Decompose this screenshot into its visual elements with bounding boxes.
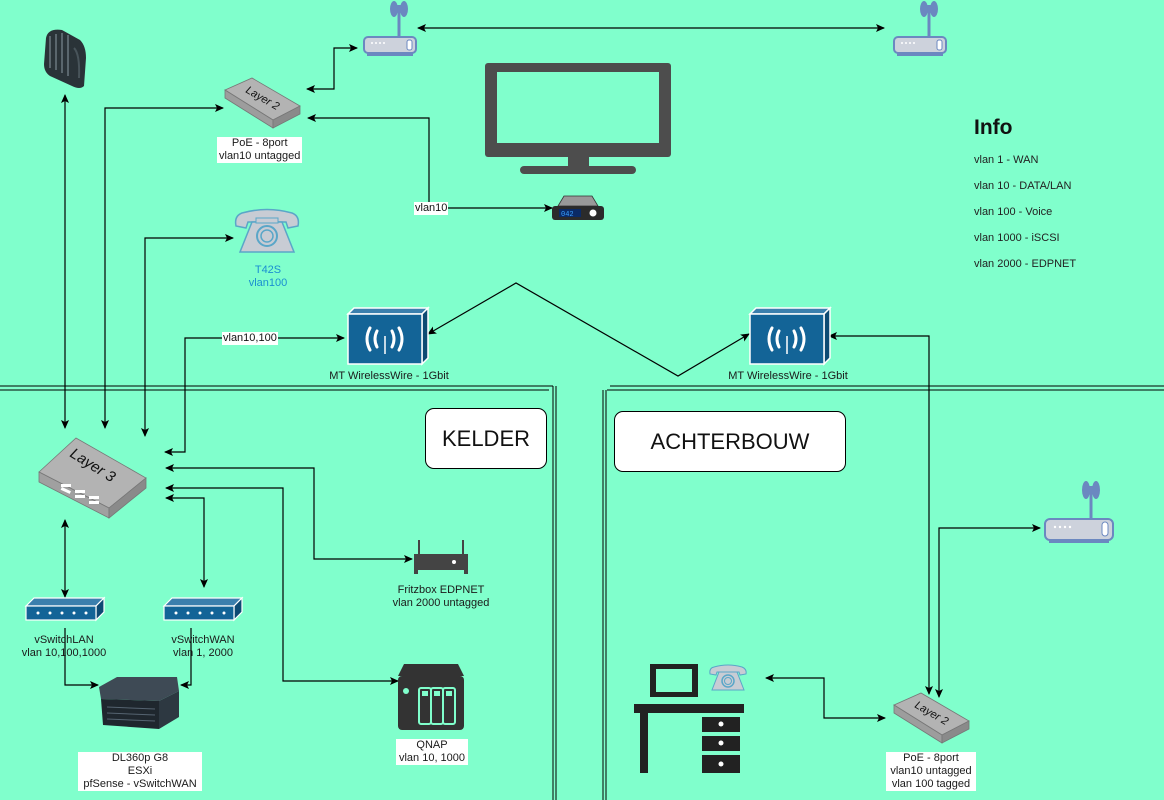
nas-icon[interactable] (398, 664, 464, 730)
walls (0, 385, 1164, 800)
label-line: vSwitchLAN (34, 634, 94, 646)
label-line: vlan 100 tagged (891, 778, 971, 790)
server-icon[interactable] (99, 677, 179, 729)
wireless-bridge-icon[interactable] (748, 306, 832, 366)
link-l3-qnap (165, 484, 399, 685)
telephone-icon[interactable] (234, 208, 300, 253)
edge-label-vlan10-100: vlan10,100 (222, 332, 278, 345)
label-line: vlan100 (248, 277, 288, 289)
svg-text:042: 042 (561, 211, 574, 219)
wireless-ap-icon[interactable] (363, 1, 417, 56)
label-line: PoE - 8port (903, 752, 959, 764)
telephone-icon[interactable] (709, 664, 747, 691)
link-ap-l2bottom (935, 524, 1041, 698)
info-title: Info (974, 116, 1013, 139)
fritzbox-label: Fritzbox EDPNET vlan 2000 untagged (381, 584, 501, 610)
router-icon[interactable] (414, 540, 468, 574)
vlan-info-item: vlan 2000 - EDPNET (974, 258, 1077, 270)
label-line: T42S (254, 264, 282, 276)
cable-modem-icon[interactable] (44, 29, 86, 88)
vswitch-icon[interactable] (24, 596, 106, 622)
link-l2top-settop (307, 114, 553, 212)
room-label-achterbouw: ACHTERBOUW (614, 411, 846, 472)
desk-workstation-icon (634, 664, 744, 773)
qnap-label: QNAP vlan 10, 1000 (396, 739, 468, 765)
vswitch-icon[interactable] (162, 596, 244, 622)
vlan-info-item: vlan 10 - DATA/LAN (974, 180, 1072, 192)
server-label: DL360p G8 ESXi pfSense - vSwitchWAN (78, 752, 202, 791)
link-l2top-l3 (101, 104, 224, 429)
label-line: vlan 10, 1000 (398, 752, 466, 764)
wirelesswire-right-label: MT WirelessWire - 1Gbit (728, 370, 848, 382)
link-phone-l3 (141, 234, 234, 437)
label-line: DL360p G8 (111, 752, 169, 764)
layer2-switch-icon[interactable]: Layer 2 (224, 77, 301, 129)
label-line: ESXi (127, 765, 153, 777)
label-line: pfSense - vSwitchWAN (83, 778, 197, 790)
wireless-ap-icon[interactable] (1044, 481, 1114, 543)
link-wirelesswire-bridge (427, 282, 750, 377)
link-vswitchlan-server (64, 628, 99, 689)
label-line: QNAP (416, 739, 448, 751)
tv-monitor-icon (485, 63, 671, 174)
wireless-bridge-icon[interactable] (346, 306, 430, 366)
link-l3-fritzbox (165, 464, 413, 563)
wirelesswire-left-label: MT WirelessWire - 1Gbit (329, 370, 449, 382)
link-l2top-ap (306, 44, 358, 93)
label-line: vlan10 untagged (219, 150, 301, 162)
vswitch-wan-label: vSwitchWAN vlan 1, 2000 (153, 634, 253, 660)
phone-t42s-label: T42S vlan100 (240, 264, 296, 290)
label-line: PoE - 8port (231, 137, 288, 149)
label-line: vlan 2000 untagged (392, 597, 490, 609)
switch-l2-top-label: PoE - 8port vlan10 untagged (217, 137, 303, 163)
vlan-info-item: vlan 100 - Voice (974, 206, 1053, 218)
link-wirelesswire-l2bottom (828, 332, 933, 695)
room-label-kelder: KELDER (425, 408, 547, 469)
vlan-info-item: vlan 1000 - iSCSI (974, 232, 1060, 244)
vlan-info-panel: Info vlan 1 - WAN vlan 10 - DATA/LAN vla… (974, 116, 1076, 284)
vswitch-lan-label: vSwitchLAN vlan 10,100,1000 (14, 634, 114, 660)
label-line: vlan 10,100,1000 (21, 647, 107, 659)
switch-l2-bottom-label: PoE - 8port vlan10 untagged vlan 100 tag… (886, 752, 976, 791)
set-top-box-icon[interactable]: 042 (552, 195, 604, 220)
link-vswitchwan-server (180, 628, 192, 689)
label-line: vSwitchWAN (171, 634, 235, 646)
label-line: Fritzbox EDPNET (397, 584, 485, 596)
link-wirelesswire-l3 (164, 334, 345, 456)
link-l3-vswitchwan (165, 494, 208, 588)
edge-label-vlan10: vlan10 (414, 202, 449, 215)
wireless-ap-icon[interactable] (893, 1, 947, 56)
layer2-switch-icon[interactable]: Layer 2 (893, 692, 970, 744)
link-phone-l2bottom (765, 674, 886, 722)
vlan-info-item: vlan 1 - WAN (974, 154, 1039, 166)
label-line: vlan10 untagged (890, 765, 972, 777)
label-line: vlan 1, 2000 (173, 647, 233, 659)
layer3-switch-icon[interactable]: Layer 3 (38, 437, 147, 519)
